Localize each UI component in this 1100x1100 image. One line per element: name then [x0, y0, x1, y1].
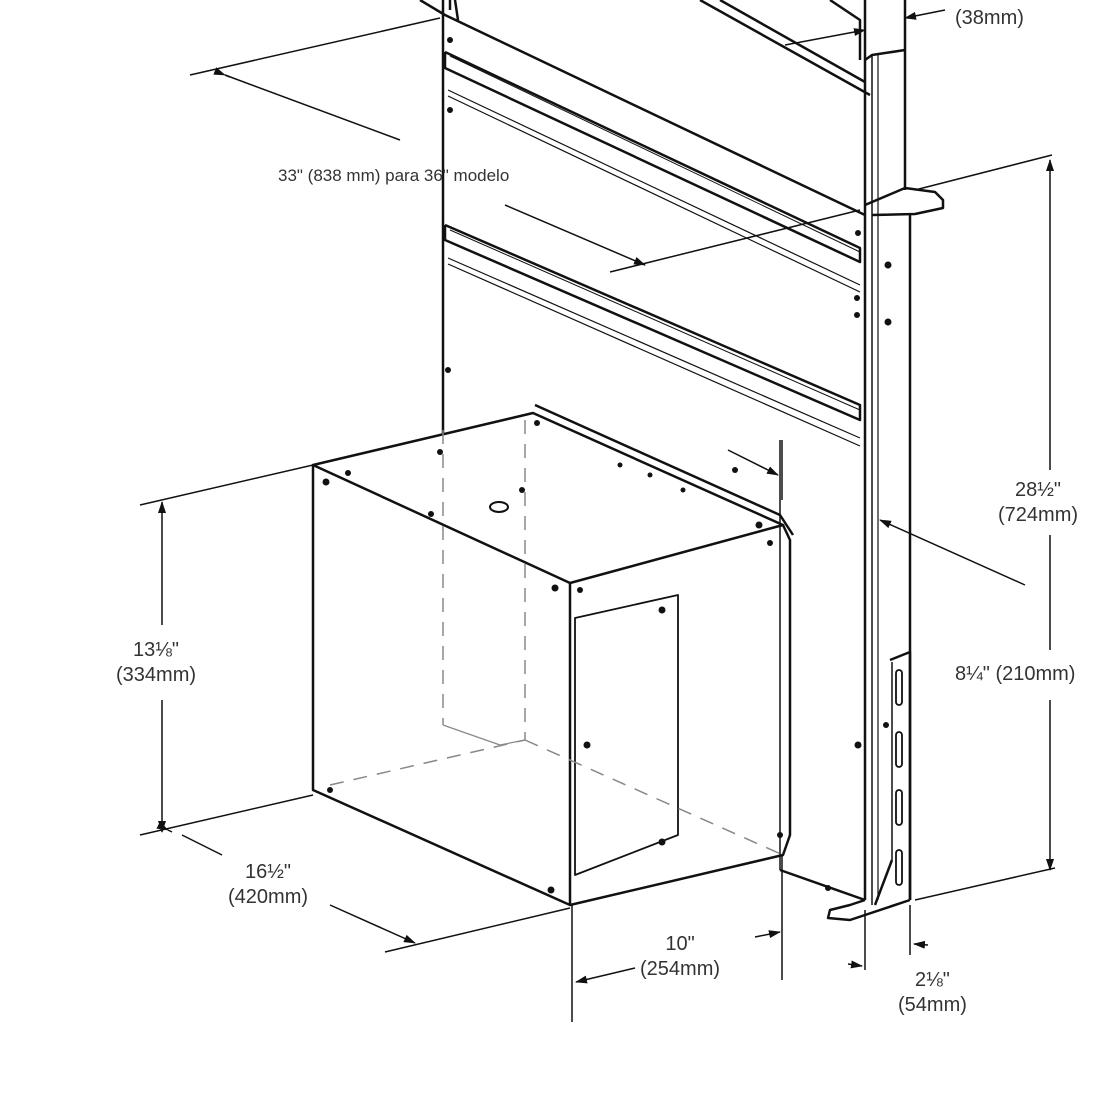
dim-width-note: 33" (838 mm) para 36" modelo: [278, 165, 509, 186]
chimney-panel: [419, 0, 945, 922]
dim-blower-width-metric: (420mm): [228, 886, 309, 908]
dim-overall-height: 28½" (724mm): [998, 478, 1078, 528]
dim-top-depth: (38mm): [955, 6, 1024, 31]
dim-bracket-depth-imperial: 2⅛": [914, 969, 950, 991]
dim-blower-height-imperial: 13⅛": [132, 639, 180, 661]
dimension-lines: [139, 9, 1056, 1022]
dim-blower-height: 13⅛" (334mm): [116, 638, 196, 688]
blower-box: [311, 403, 795, 907]
dim-blower-width-imperial: 16½": [244, 861, 292, 883]
dim-lower-height-imperial: 8¼" (210mm): [955, 663, 1076, 685]
dim-blower-width: 16½" (420mm): [228, 860, 308, 910]
blower-fasteners: [322, 420, 783, 894]
dim-blower-depth-metric: (254mm): [640, 958, 721, 980]
dim-blower-height-metric: (334mm): [116, 664, 197, 686]
dim-width-note-text: 33" (838 mm) para 36" modelo: [278, 166, 510, 185]
dim-top-depth-metric: (38mm): [955, 7, 1024, 29]
dim-blower-depth-imperial: 10": [665, 933, 695, 955]
dim-blower-depth: 10" (254mm): [640, 932, 720, 982]
fastener-dots: [445, 37, 892, 891]
dim-overall-height-metric: (724mm): [998, 504, 1079, 526]
dim-overall-height-imperial: 28½": [1014, 479, 1062, 501]
dim-bracket-depth-metric: (54mm): [898, 994, 967, 1016]
dim-bracket-depth: 2⅛" (54mm): [898, 968, 967, 1018]
dim-lower-height: 8¼" (210mm): [955, 662, 1075, 687]
